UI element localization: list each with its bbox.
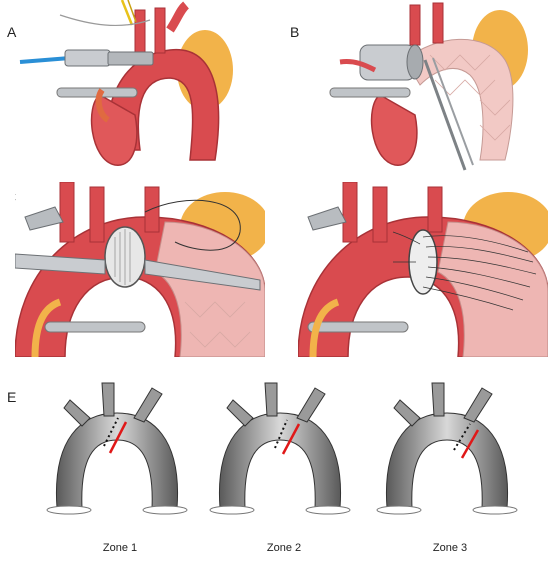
- carotid-vessel: [431, 382, 445, 417]
- zone-cut-line: [108, 421, 128, 454]
- panel-label-e: E: [7, 389, 17, 405]
- brachiocephalic-vessel: [59, 182, 75, 243]
- forceps: [423, 59, 467, 171]
- subclavian-vessel: [166, 1, 190, 33]
- base-right: [472, 505, 518, 515]
- base-right: [142, 505, 188, 515]
- panel-b: B: [285, 0, 550, 175]
- panel-e: E Zone 1 Zone 2: [0, 368, 550, 561]
- carotid-vessel: [89, 186, 105, 243]
- brachiocephalic-vessel: [342, 182, 358, 243]
- retractor-bar: [329, 87, 411, 98]
- clamp-end: [406, 44, 424, 80]
- subclavian-vessel: [296, 387, 326, 423]
- graft-section: [154, 221, 265, 357]
- stent-graft: [404, 38, 514, 161]
- dotted-line: [274, 419, 288, 449]
- graft-lattice: [429, 54, 511, 141]
- aortic-root: [370, 94, 418, 166]
- zone-3-label: Zone 3: [432, 542, 468, 554]
- retractor-bar: [307, 321, 409, 333]
- cannula-connector: [64, 49, 111, 67]
- carotid-vessel: [101, 382, 115, 417]
- panel-label-b: B: [290, 24, 300, 40]
- panel-label-a: A: [7, 24, 17, 40]
- retractor-bar: [44, 321, 146, 333]
- zone-2-aorta-illustration: [209, 382, 351, 515]
- carotid-vessel: [154, 7, 166, 54]
- dotted-line: [453, 423, 471, 451]
- cannula-tube: [19, 56, 71, 64]
- suture-thread: [144, 199, 241, 251]
- dotted-line: [103, 417, 119, 447]
- instrument: [24, 206, 64, 231]
- yellow-wire-2: [127, 0, 137, 23]
- instrument: [307, 206, 347, 231]
- aortic-arch: [218, 412, 342, 509]
- yellow-wire: [120, 0, 134, 26]
- suture-lines: [392, 231, 537, 311]
- brachiocephalic-vessel: [134, 9, 146, 56]
- zone-cut-line: [460, 429, 480, 459]
- side-vessel: [95, 88, 110, 123]
- zone-3-aorta-illustration: [376, 382, 518, 515]
- panel-label-c: C: [15, 190, 16, 204]
- zone-cut-line: [281, 423, 301, 455]
- base-left: [376, 505, 422, 515]
- side-vessel: [31, 298, 62, 357]
- brachiocephalic-vessel: [393, 399, 421, 427]
- carotid-vessel: [432, 2, 444, 44]
- zone-2-label: Zone 2: [266, 542, 302, 554]
- anastomosis-detail: [114, 229, 131, 285]
- panel-a: A: [0, 0, 260, 175]
- subclavian-vessel: [144, 186, 160, 233]
- side-vessel: [309, 298, 340, 357]
- panel-d: D: [298, 182, 548, 357]
- base-right: [305, 505, 351, 515]
- carotid-vessel: [264, 382, 278, 417]
- aortic-arch: [55, 412, 179, 509]
- panel-b-illustration: [329, 2, 528, 171]
- base-left: [209, 505, 255, 515]
- graft-lattice: [184, 301, 251, 348]
- base-left: [46, 505, 92, 515]
- graft-section: [437, 221, 548, 357]
- cannula-sheath: [107, 51, 154, 66]
- carotid-vessel: [372, 186, 388, 243]
- clamp-right: [144, 259, 261, 291]
- zone-1-aorta-illustration: [46, 382, 188, 515]
- clamp-left: [15, 253, 106, 275]
- side-vessel: [339, 59, 377, 73]
- panel-a-illustration: [19, 0, 233, 166]
- subclavian-vessel: [463, 387, 493, 423]
- subclavian-vessel: [427, 186, 443, 233]
- forceps-blade: [432, 57, 474, 166]
- panel-d-illustration: [298, 182, 548, 357]
- brachiocephalic-vessel: [409, 4, 421, 46]
- zone-1-label: Zone 1: [102, 542, 138, 554]
- vessel-loop: [59, 14, 151, 27]
- aortic-arch: [385, 412, 509, 509]
- brachiocephalic-vessel: [63, 399, 91, 427]
- subclavian-vessel: [133, 387, 163, 423]
- panel-c-illustration: [15, 182, 265, 357]
- panel-c: C: [15, 182, 265, 357]
- brachiocephalic-vessel: [226, 399, 254, 427]
